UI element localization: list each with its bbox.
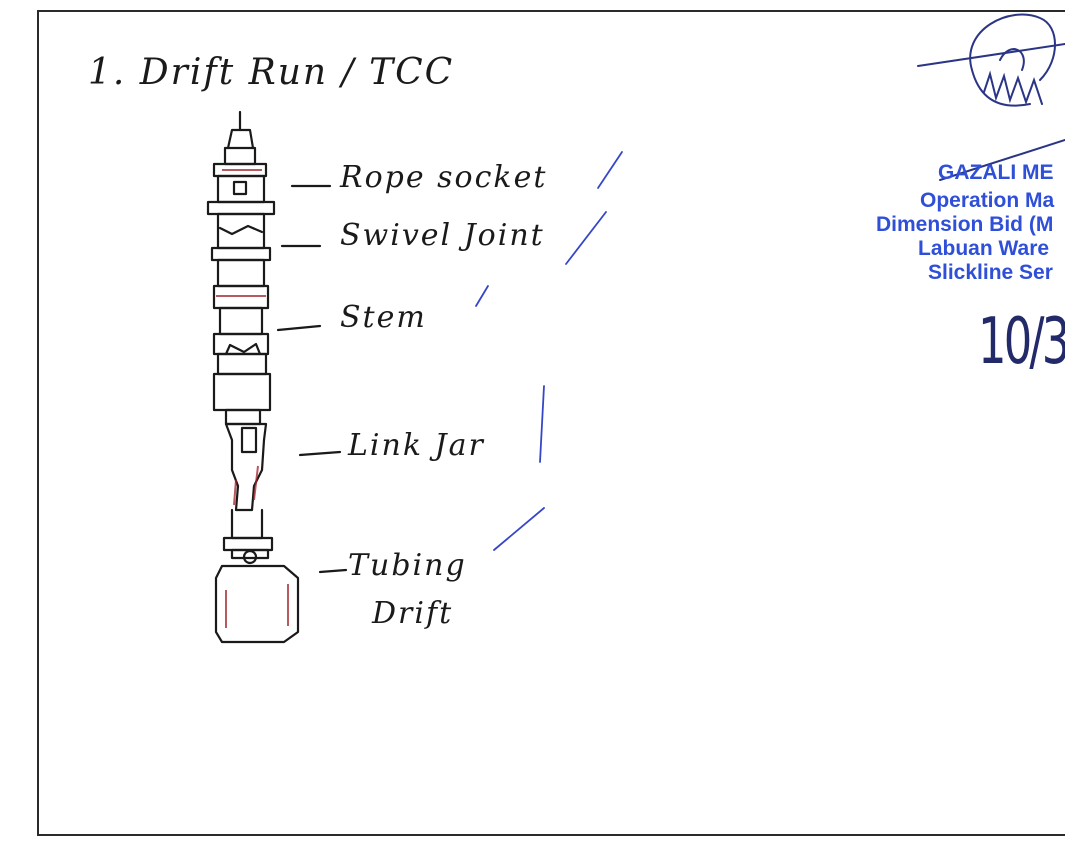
label-link-jar: Link Jar (348, 428, 485, 463)
label-rope-socket: Rope socket (340, 160, 547, 195)
label-stem: Stem (340, 300, 427, 335)
stamp-line-2: Operation Ma (920, 188, 1054, 213)
check-marks (476, 152, 622, 550)
signature-scribble (918, 15, 1065, 180)
stamp-date: 10/3/ (978, 305, 1065, 379)
label-tubing: Tubing (348, 548, 467, 583)
stamp-line-4: Labuan Ware (918, 236, 1049, 261)
stamp-line-5: Slickline Ser (928, 260, 1053, 285)
rope-socket-shape (214, 112, 266, 202)
stamp-line-3: Dimension Bid (M (876, 212, 1053, 237)
tubing-drift-shape (216, 566, 298, 642)
stamp-name: GAZALI ME (938, 160, 1054, 185)
stem-shape (214, 260, 270, 424)
swivel-joint-shape (208, 202, 274, 260)
link-jar-shape (224, 424, 272, 563)
label-drift: Drift (372, 596, 453, 631)
label-swivel-joint: Swivel Joint (340, 218, 545, 253)
